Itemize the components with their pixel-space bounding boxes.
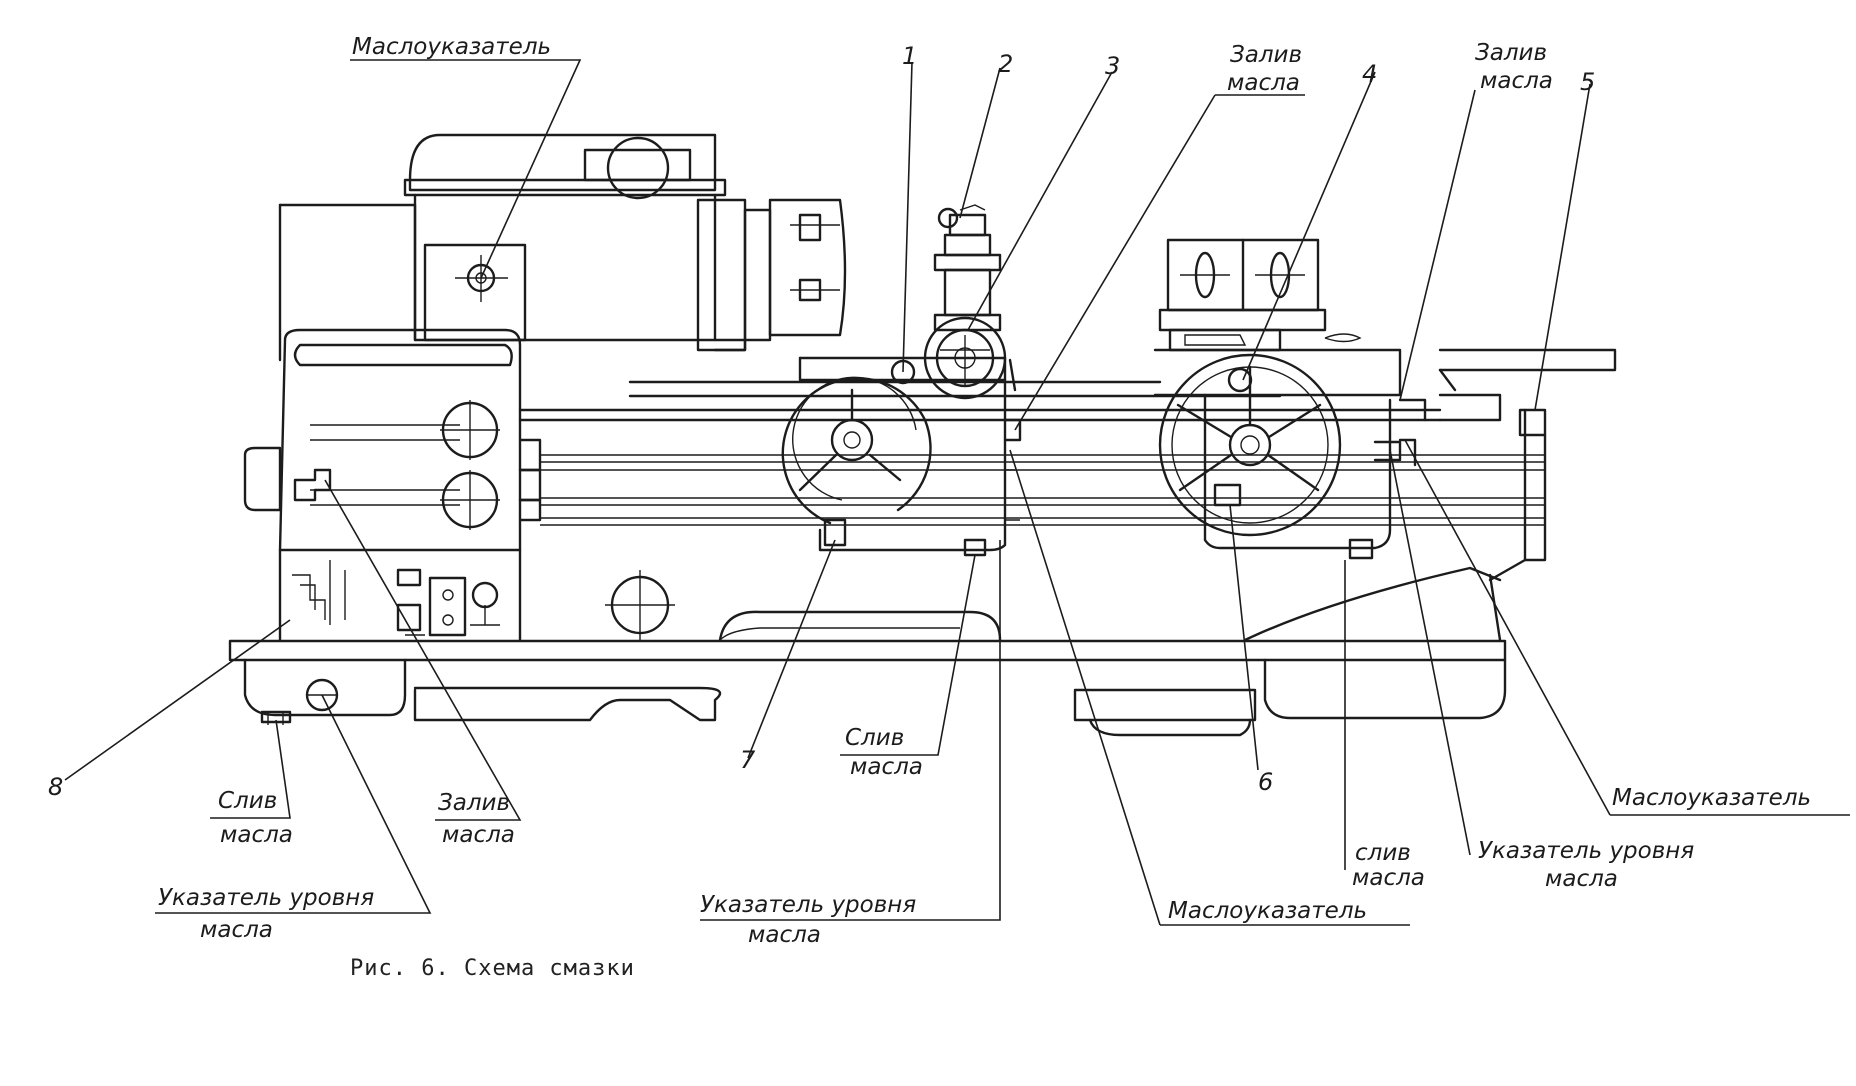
label-oil-drain-center-line1: Слив	[845, 725, 904, 751]
label-oil-indicator-right: Маслоуказатель	[1612, 785, 1811, 811]
label-oil-indicator-bottom: Маслоуказатель	[1168, 898, 1367, 924]
label-oil-fill-center-line1: Залив	[1230, 42, 1302, 68]
label-oil-level-right-line2: масла	[1545, 866, 1618, 892]
label-num-7: 7	[740, 746, 756, 774]
label-oil-level-left-line1: Указатель уровня	[158, 885, 374, 911]
label-oil-level-right-line1: Указатель уровня	[1478, 838, 1694, 864]
label-num-2: 2	[998, 50, 1013, 78]
label-oil-fill-left-line1: Залив	[438, 790, 510, 816]
apron	[781, 356, 1022, 557]
lathe-drawing	[228, 133, 1617, 737]
headstock	[278, 133, 847, 362]
label-num-1: 1	[902, 42, 917, 70]
label-oil-drain-right-line2: масла	[1352, 865, 1425, 891]
label-oil-drain-center-line2: масла	[850, 754, 923, 780]
label-num-6: 6	[1258, 768, 1273, 796]
leader-lines	[64, 59, 1850, 926]
label-oil-fill-left-line2: масла	[442, 822, 515, 848]
label-num-8: 8	[48, 773, 63, 801]
label-num-5: 5	[1580, 68, 1595, 96]
gearbox	[243, 328, 542, 642]
label-oil-drain-left-line2: масла	[220, 822, 293, 848]
labels: Маслоуказатель 1 2 3 Залив масла 4 Залив…	[48, 34, 1811, 981]
lathe-ways	[518, 380, 1545, 526]
tailstock	[1153, 238, 1617, 582]
label-oil-fill-right-line1: Залив	[1475, 40, 1547, 66]
label-oil-fill-center-line2: масла	[1227, 70, 1300, 96]
label-oil-fill-right-line2: масла	[1480, 68, 1553, 94]
label-oil-indicator-top: Маслоуказатель	[352, 34, 551, 60]
figure-caption: Рис. 6. Схема смазки	[350, 956, 635, 981]
label-num-4: 4	[1362, 60, 1377, 88]
label-oil-level-center-line2: масла	[748, 922, 821, 948]
lathe-bed	[228, 566, 1507, 737]
lower-controls	[396, 568, 675, 640]
label-oil-drain-right-line1: слив	[1355, 840, 1411, 866]
label-num-3: 3	[1105, 52, 1120, 80]
label-oil-level-center-line1: Указатель уровня	[700, 892, 916, 918]
label-oil-level-left-line2: масла	[200, 917, 273, 943]
tool-post	[923, 204, 1017, 400]
label-oil-drain-left-line1: Слив	[218, 788, 277, 814]
